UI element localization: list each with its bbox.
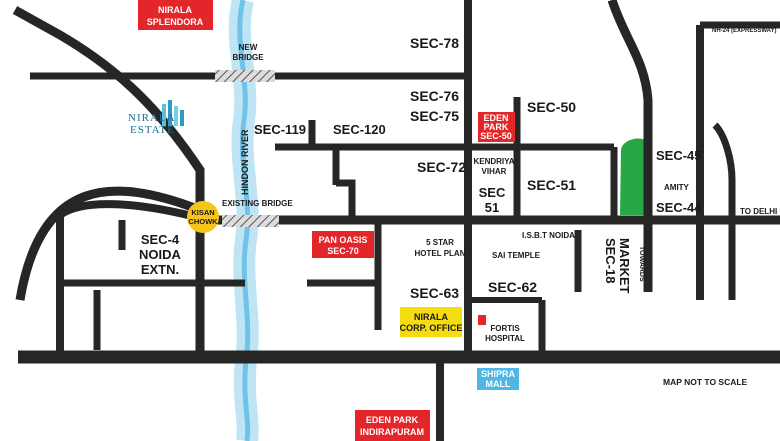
label-sec-75: SEC-75 xyxy=(410,108,459,124)
label-new-bridge-2: BRIDGE xyxy=(232,53,264,62)
label-sec-50: SEC-50 xyxy=(527,99,576,115)
label-to-delhi: TO DELHI xyxy=(740,207,777,216)
label-towards: TOWARDS xyxy=(638,246,645,282)
new-bridge xyxy=(215,70,275,82)
pan-oasis-label-2: SEC-70 xyxy=(327,246,359,256)
kisan-chowk-label-2: CHOWK xyxy=(188,217,218,226)
label-sec-4-3: EXTN. xyxy=(141,262,179,277)
label-sec-45: SEC-45 xyxy=(656,148,702,163)
label-sec-18-2: MARKET xyxy=(617,238,632,294)
eden-park-sec50-label-1: EDEN xyxy=(483,113,508,123)
nirala-splendora-label-2: SPLENDORA xyxy=(147,17,204,27)
pan-oasis-label-1: PAN OASIS xyxy=(319,235,368,245)
label-sec-51: SEC-51 xyxy=(527,177,576,193)
label-fortis-2: HOSPITAL xyxy=(485,334,525,343)
eden-park-indirapuram-label-2: INDIRAPURAM xyxy=(360,427,424,437)
label-sec-72: SEC-72 xyxy=(417,159,466,175)
nirala-corp-office-box xyxy=(400,307,462,337)
label-sec-119: SEC-119 xyxy=(254,122,306,137)
logo-text-1: NIRALA xyxy=(128,112,176,124)
corp-office-marker xyxy=(478,315,486,325)
label-sec-120: SEC-120 xyxy=(333,122,386,137)
label-fortis-1: FORTIS xyxy=(490,324,520,333)
eden-park-sec50-label-2: PARK xyxy=(484,122,509,132)
shipra-mall-label-2: MALL xyxy=(486,379,511,389)
nirala-estate-logo: NIRALA ESTATE xyxy=(128,100,184,136)
label-kendriya-1: KENDRIYA xyxy=(473,157,514,166)
shipra-mall-box xyxy=(477,368,519,390)
label-new-bridge-1: NEW xyxy=(239,43,258,52)
nirala-corp-label-1: NIRALA xyxy=(414,312,448,322)
nirala-corp-label-2: CORP. OFFICE xyxy=(400,323,463,333)
label-sec-44: SEC-44 xyxy=(656,200,702,215)
nirala-splendora-box xyxy=(138,0,213,30)
road-network xyxy=(12,0,780,441)
label-sec-78: SEC-78 xyxy=(410,35,459,51)
label-sec-76: SEC-76 xyxy=(410,88,459,104)
pan-oasis-box xyxy=(312,231,374,258)
eden-park-indirapuram-box xyxy=(355,410,430,441)
shipra-mall-label-1: SHIPRA xyxy=(481,369,516,379)
label-sec-62: SEC-62 xyxy=(488,279,537,295)
label-sec-4-1: SEC-4 xyxy=(141,232,180,247)
sec-45-green-area xyxy=(620,138,645,215)
label-sai-temple: SAI TEMPLE xyxy=(492,251,541,260)
existing-bridge xyxy=(222,215,279,227)
label-top-right-road: NH-24 (EXPRESSWAY) xyxy=(712,28,776,34)
label-amity: AMITY xyxy=(664,183,690,192)
eden-park-sec50-box xyxy=(478,112,515,142)
label-kendriya-2: VIHAR xyxy=(482,167,507,176)
logo-text-2: ESTATE xyxy=(130,124,175,136)
label-map-note: MAP NOT TO SCALE xyxy=(663,377,748,387)
label-hotel-2: HOTEL PLAN xyxy=(415,249,466,258)
label-isbt: I.S.B.T NOIDA xyxy=(522,231,575,240)
label-hindon-river: HINDON RIVER xyxy=(240,129,250,195)
kisan-chowk-label-1: KISAN xyxy=(191,208,214,217)
eden-park-indirapuram-label-1: EDEN PARK xyxy=(366,415,419,425)
label-sec-18-1: SEC-18 xyxy=(603,238,618,284)
kisan-chowk-marker xyxy=(187,201,219,233)
label-hotel-1: 5 STAR xyxy=(426,238,454,247)
label-sec-63: SEC-63 xyxy=(410,285,459,301)
eden-park-sec50-label-3: SEC-50 xyxy=(480,131,512,141)
nirala-splendora-label-1: NIRALA xyxy=(158,5,192,15)
label-sec-51-b-2: 51 xyxy=(485,200,499,215)
label-existing-bridge: EXISTING BRIDGE xyxy=(222,199,293,208)
label-sec-4-2: NOIDA xyxy=(139,247,182,262)
label-sec-51-b-1: SEC xyxy=(479,185,506,200)
